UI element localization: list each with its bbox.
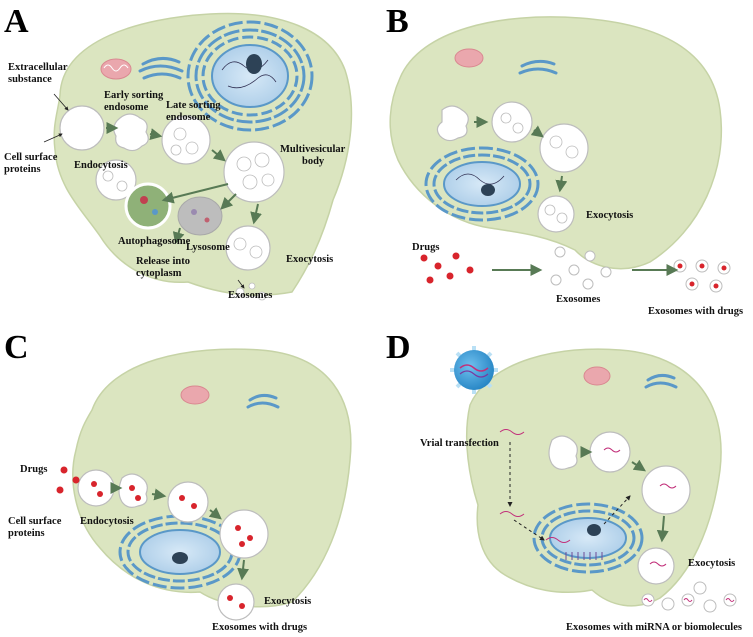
arrow-a-7 [172,227,185,245]
arrow-c-4 [237,559,250,581]
lysosome-a [177,196,223,236]
mitochondria-d [583,366,611,386]
nucleolus-a [246,54,262,74]
label-late-sorting-endosome: Late sorting endosome [166,100,223,123]
vesicle-low-a [225,225,271,271]
panel-a-letter: A [4,3,29,40]
golgi-d [644,373,678,389]
endosome-b-1 [436,105,469,142]
label-early-sorting-endosome: Early sorting endosome [104,90,166,113]
mvb-b [539,123,589,173]
arrow-d-2 [631,459,646,472]
arrow-a-5 [220,193,237,210]
nucleus-a [211,44,289,108]
endosome-d-2 [589,431,631,473]
mitochondria-c [180,385,210,405]
autophagosome-a [124,182,172,230]
arrow-d-out [603,495,631,525]
endosome-b-2 [491,101,533,143]
panel-c-letter: C [4,329,29,366]
mitochondria-a [100,58,132,80]
arrow-a-6 [250,203,262,225]
label-lysosome: Lysosome [186,242,230,253]
panel-c-cell [72,348,352,608]
arrow-d-3 [656,515,669,543]
label-cell-surface-proteins-c: Cell surface proteins [8,516,64,539]
mitochondria-b [454,48,484,68]
panel-d: D [386,329,742,633]
label-endocytosis-c: Endocytosis [80,516,134,527]
exosomes-b [550,246,612,290]
panel-b: B [386,3,743,317]
late-sorting-endosome-a [161,115,211,165]
label-exosomes-with-drugs-c: Exosomes with drugs [212,622,307,633]
nucleus-b [443,161,521,207]
exosomes-a [235,282,267,301]
arrow-d-nucleus [513,519,545,541]
endosome-small-a [95,159,137,201]
label-extracellular-substance: Extracellular substance [8,62,70,85]
label-exosomes-a: Exosomes [228,290,272,301]
arrow-c-3 [208,507,222,520]
label-exosomes-b: Exosomes [556,294,600,305]
label-viral-transfection: Vrial transfection [420,438,499,449]
golgi-a [138,57,184,80]
panel-a: A [4,3,353,301]
label-exocytosis-b: Exocytosis [586,210,633,221]
panel-b-letter: B [386,3,409,40]
virus [450,346,498,394]
panel-c: C [4,329,352,633]
exocytosis-vesicle-b [537,195,575,233]
endocytosis-vesicle-c [77,469,115,507]
mvb-d [641,465,691,515]
drugs-c [56,466,253,609]
label-exocytosis-a: Exocytosis [286,254,333,265]
label-exosomes-with-drugs-b: Exosomes with drugs [648,306,743,317]
label-exosomes-with-mirna: Exosomes with miRNA or biomolecules [566,622,742,633]
arrow-a-4 [161,183,229,204]
arrow-b-2 [530,125,544,138]
label-drugs-c: Drugs [20,464,47,475]
exocytosis-vesicle-d [637,547,675,585]
mvb-c [219,509,269,559]
golgi-c [246,393,280,409]
nucleus-d [549,517,627,559]
multivesicular-body-a [223,141,285,203]
label-exocytosis-d: Exocytosis [688,558,735,569]
early-sorting-endosome-a [113,113,149,152]
label-endocytosis-a: Endocytosis [74,160,128,171]
er-a [186,20,314,132]
arrow-a-2 [149,128,163,141]
arrow-b-3 [555,175,568,193]
golgi-b [518,59,558,75]
label-release-into-cytoplasm: Release into cytoplasm [136,256,193,279]
endosome-d-1 [548,435,578,470]
label-autophagosome: Autophagosome [118,236,191,247]
label-exocytosis-c: Exocytosis [264,596,311,607]
exocytosis-vesicle-c [217,583,255,621]
endosome-c-2 [167,481,209,523]
label-cell-surface-proteins-a: Cell surface proteins [4,152,60,175]
label-multivesicular-body: Multivesicular body [280,144,348,167]
label-drugs-b: Drugs [412,242,439,253]
er-b [424,146,540,222]
endocytosis-vesicle-a [59,105,105,151]
arrow-a-3 [211,149,226,162]
exosomes-with-drugs-b [673,259,731,293]
drugs-b [420,252,474,284]
arrow-c-2 [151,488,167,501]
panel-d-letter: D [386,329,411,366]
